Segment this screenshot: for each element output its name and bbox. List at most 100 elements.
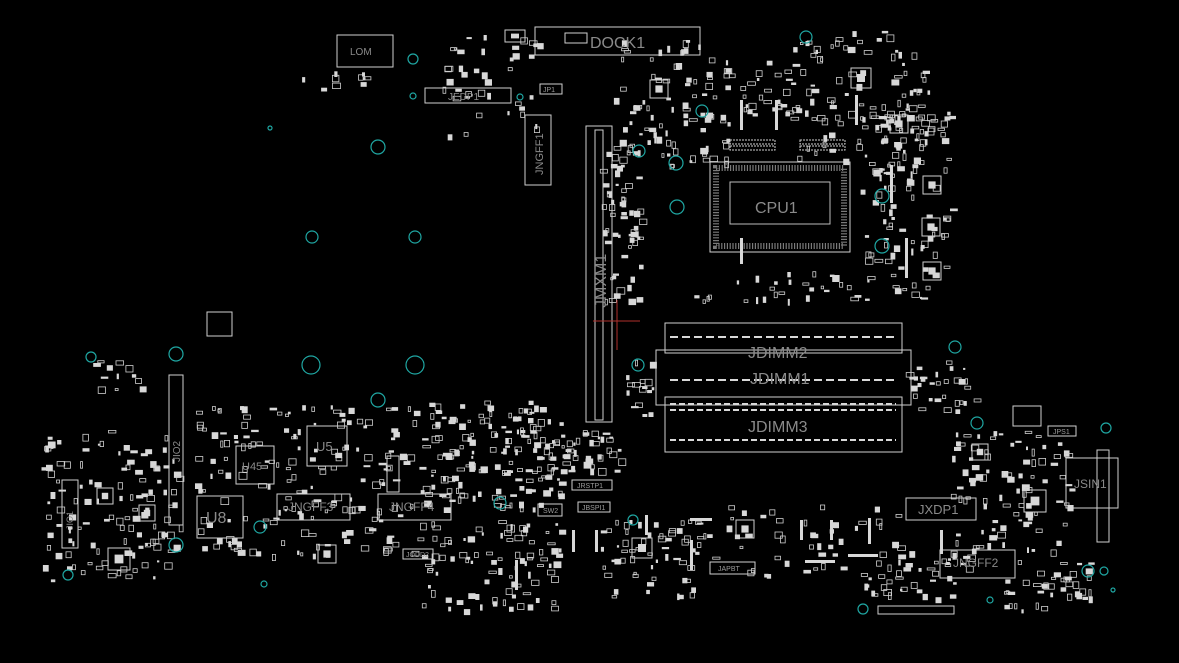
smd-pad xyxy=(223,439,230,448)
smd-pad xyxy=(153,543,162,551)
smd-pad xyxy=(444,65,454,72)
smd-pad xyxy=(778,291,786,295)
smd-pad xyxy=(747,81,756,86)
smd-pad xyxy=(413,410,421,417)
label-u45: U45 xyxy=(242,461,262,473)
smd-pad xyxy=(100,376,109,379)
smd-pad xyxy=(911,194,915,201)
smd-pad xyxy=(790,116,800,121)
smd-pad xyxy=(562,461,572,466)
smd-pad xyxy=(655,559,658,563)
smd-pad xyxy=(427,568,433,574)
smd-pad xyxy=(723,73,730,79)
smd-pad xyxy=(909,377,915,380)
smd-pad xyxy=(356,447,360,452)
smd-pad xyxy=(72,541,75,547)
smd-pad xyxy=(905,563,913,568)
smd-pad xyxy=(879,116,887,120)
smd-pad xyxy=(707,294,712,300)
smd-pad xyxy=(876,560,882,567)
smd-pad xyxy=(683,120,689,127)
smd-pad xyxy=(1062,522,1068,527)
smd-pad xyxy=(197,528,205,535)
smd-pad xyxy=(517,603,525,610)
smd-pad xyxy=(470,560,474,564)
smd-pad xyxy=(628,245,632,249)
smd-pad xyxy=(582,432,590,436)
smd-pad xyxy=(905,372,915,378)
ic-die xyxy=(857,74,865,82)
smd-pad xyxy=(829,105,837,110)
smd-pad xyxy=(47,470,56,478)
smd-pad xyxy=(146,495,155,502)
smd-pad xyxy=(300,552,304,557)
smd-pad xyxy=(195,456,204,462)
smd-pad xyxy=(700,112,705,118)
ic-package xyxy=(504,29,526,43)
ic-die xyxy=(114,554,124,564)
smd-pad xyxy=(927,90,931,95)
smd-pad xyxy=(636,297,644,303)
smd-pad xyxy=(813,567,819,571)
smd-pad xyxy=(130,494,134,501)
smd-pad xyxy=(539,407,547,413)
smd-pad xyxy=(836,77,843,85)
smd-pad xyxy=(702,299,706,304)
smd-pad xyxy=(604,240,612,245)
smd-pad xyxy=(99,440,104,447)
smd-pad xyxy=(905,108,910,111)
smd-pad xyxy=(800,42,804,46)
jngff1-outline xyxy=(524,114,552,186)
smd-pad xyxy=(881,168,885,171)
smd-pad xyxy=(919,376,928,380)
smd-pad xyxy=(196,410,203,415)
smd-pad xyxy=(409,503,414,509)
smd-pad xyxy=(154,466,161,472)
smd-pad xyxy=(131,374,137,378)
smd-pad xyxy=(96,498,99,504)
smd-pad xyxy=(251,429,259,433)
smd-pad xyxy=(943,167,948,174)
smd-pad xyxy=(263,524,268,529)
smd-pad xyxy=(883,589,892,597)
smd-pad xyxy=(702,93,708,96)
smd-pad xyxy=(648,412,654,417)
smd-pad xyxy=(519,507,524,513)
smd-pad xyxy=(1064,453,1074,458)
smd-pad xyxy=(334,493,343,502)
smd-pad xyxy=(132,507,138,512)
smd-pad xyxy=(195,483,203,489)
smd-pad xyxy=(899,228,907,232)
smd-pad xyxy=(639,379,646,384)
smd-pad xyxy=(862,117,866,123)
smd-pad xyxy=(335,452,343,459)
smd-pad xyxy=(162,447,167,453)
smd-pad xyxy=(774,555,781,561)
smd-pad xyxy=(297,511,303,515)
smd-pad xyxy=(659,123,663,129)
smd-pad xyxy=(72,564,76,571)
smd-pad xyxy=(227,519,231,523)
smd-pad xyxy=(548,452,553,461)
smd-pad xyxy=(633,105,641,111)
smd-pad xyxy=(118,451,121,456)
smd-pad xyxy=(745,104,749,108)
smd-pad xyxy=(869,161,876,166)
smd-pad xyxy=(1028,521,1033,525)
smd-pad xyxy=(990,436,997,440)
smd-pad xyxy=(941,233,949,238)
smd-pad xyxy=(876,38,882,42)
mounting-hole xyxy=(1110,587,1116,593)
smd-pad xyxy=(840,566,848,571)
smd-pad xyxy=(665,130,668,137)
smd-pad xyxy=(1042,444,1047,450)
smd-pad xyxy=(603,230,608,237)
smd-pad xyxy=(500,503,506,511)
smd-pad xyxy=(642,414,648,417)
smd-pad xyxy=(153,523,157,530)
smd-pad xyxy=(913,88,917,93)
smd-pad xyxy=(975,545,985,549)
smd-pad xyxy=(947,575,953,582)
smd-pad xyxy=(930,579,936,582)
smd-pad xyxy=(363,465,371,468)
